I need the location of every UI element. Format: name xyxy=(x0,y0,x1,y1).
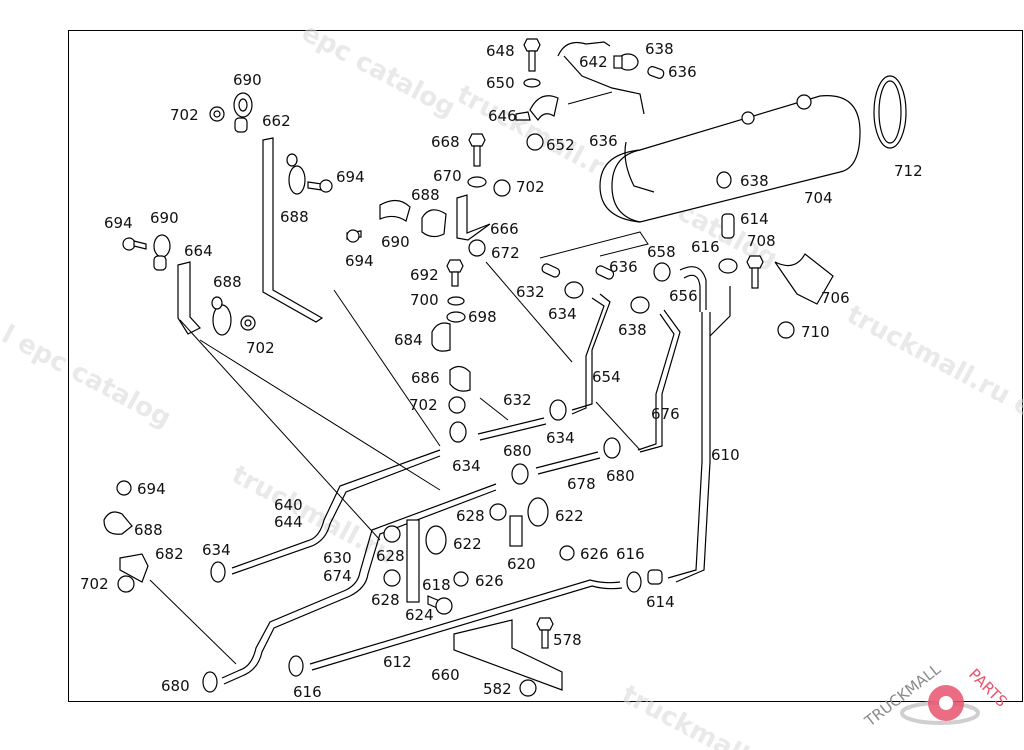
lower-hardware xyxy=(103,480,575,697)
part-number-label[interactable]: 708 xyxy=(747,232,776,250)
part-number-label[interactable]: 694 xyxy=(345,252,374,270)
part-number-label[interactable]: 662 xyxy=(262,112,291,130)
part-number-label[interactable]: 626 xyxy=(580,545,609,563)
part-number-label[interactable]: 688 xyxy=(134,521,163,539)
hoses-center xyxy=(539,231,738,583)
part-number-label[interactable]: 614 xyxy=(740,210,769,228)
part-number-label[interactable]: 698 xyxy=(468,308,497,326)
part-number-label[interactable]: 702 xyxy=(80,575,109,593)
part-number-label[interactable]: 678 xyxy=(567,475,596,493)
part-number-label[interactable]: 674 xyxy=(323,567,352,585)
part-number-label[interactable]: 612 xyxy=(383,653,412,671)
part-number-label[interactable]: 702 xyxy=(409,396,438,414)
part-number-label[interactable]: 712 xyxy=(894,162,923,180)
part-number-label[interactable]: 694 xyxy=(104,214,133,232)
part-number-label[interactable]: 660 xyxy=(431,666,460,684)
part-number-label[interactable]: 634 xyxy=(548,305,577,323)
lower-pipes xyxy=(149,289,663,693)
part-number-label[interactable]: 688 xyxy=(280,208,309,226)
part-number-label[interactable]: 632 xyxy=(503,391,532,409)
part-number-label[interactable]: 672 xyxy=(491,244,520,262)
part-number-label[interactable]: 610 xyxy=(711,446,740,464)
part-number-label[interactable]: 634 xyxy=(452,457,481,475)
part-number-label[interactable]: 628 xyxy=(371,591,400,609)
part-number-label[interactable]: 694 xyxy=(137,480,166,498)
part-number-label[interactable]: 630 xyxy=(323,549,352,567)
part-number-label[interactable]: 614 xyxy=(646,593,675,611)
part-number-label[interactable]: 680 xyxy=(161,677,190,695)
part-number-label[interactable]: 642 xyxy=(579,53,608,71)
part-number-label[interactable]: 686 xyxy=(411,369,440,387)
part-number-label[interactable]: 700 xyxy=(410,291,439,309)
top-center-hardware xyxy=(346,38,665,363)
part-number-label[interactable]: 684 xyxy=(394,331,423,349)
part-number-label[interactable]: 690 xyxy=(150,209,179,227)
part-number-label[interactable]: 618 xyxy=(422,576,451,594)
part-number-label[interactable]: 692 xyxy=(410,266,439,284)
watermark-text: truckmall.ru e xyxy=(842,300,1024,424)
part-number-label[interactable]: 578 xyxy=(553,631,582,649)
part-number-label[interactable]: 638 xyxy=(618,321,647,339)
part-number-label[interactable]: 682 xyxy=(155,545,184,563)
part-number-label[interactable]: 648 xyxy=(486,42,515,60)
mid-hardware xyxy=(431,259,509,421)
part-number-label[interactable]: 582 xyxy=(483,680,512,698)
part-number-label[interactable]: 628 xyxy=(376,547,405,565)
part-number-label[interactable]: 710 xyxy=(801,323,830,341)
truckmallparts-logo: TRUCKMALL PARTS xyxy=(861,660,1011,731)
part-number-label[interactable]: 628 xyxy=(456,507,485,525)
part-number-label[interactable]: 644 xyxy=(274,513,303,531)
part-number-label[interactable]: 616 xyxy=(293,683,322,701)
part-number-label[interactable]: 702 xyxy=(170,106,199,124)
watermark-text: epc catalog xyxy=(297,18,460,124)
part-number-label[interactable]: 680 xyxy=(503,442,532,460)
part-number-label[interactable]: 634 xyxy=(202,541,231,559)
part-number-label[interactable]: 646 xyxy=(488,107,517,125)
part-number-label[interactable]: 680 xyxy=(606,467,635,485)
part-number-label[interactable]: 658 xyxy=(647,243,676,261)
part-number-label[interactable]: 636 xyxy=(589,132,618,150)
bracket-662 xyxy=(209,92,333,323)
part-number-label[interactable]: 704 xyxy=(804,189,833,207)
part-number-label[interactable]: 668 xyxy=(431,133,460,151)
part-number-label[interactable]: 622 xyxy=(453,535,482,553)
part-number-label[interactable]: 690 xyxy=(381,233,410,251)
part-number-label[interactable]: 622 xyxy=(555,507,584,525)
part-number-label[interactable]: 626 xyxy=(475,572,504,590)
part-number-label[interactable]: 616 xyxy=(691,238,720,256)
gear-hole xyxy=(939,696,953,710)
part-number-label[interactable]: 676 xyxy=(651,405,680,423)
part-number-label[interactable]: 694 xyxy=(336,168,365,186)
part-number-label[interactable]: 664 xyxy=(184,242,213,260)
part-number-label[interactable]: 640 xyxy=(274,496,303,514)
part-number-label[interactable]: 688 xyxy=(213,273,242,291)
part-number-label[interactable]: 652 xyxy=(546,136,575,154)
fuel-tank-704 xyxy=(599,75,907,339)
part-number-label[interactable]: 690 xyxy=(233,71,262,89)
part-number-label[interactable]: 636 xyxy=(668,63,697,81)
watermark-text: l epc catalog xyxy=(0,320,176,434)
part-number-label[interactable]: 634 xyxy=(546,429,575,447)
part-number-label[interactable]: 632 xyxy=(516,283,545,301)
part-number-label[interactable]: 650 xyxy=(486,74,515,92)
logo-word-pink: PARTS xyxy=(965,665,1011,711)
part-number-label[interactable]: 638 xyxy=(740,172,769,190)
diagram-frame xyxy=(68,30,1023,702)
part-number-label[interactable]: 706 xyxy=(821,289,850,307)
part-number-label[interactable]: 638 xyxy=(645,40,674,58)
part-number-label[interactable]: 688 xyxy=(411,186,440,204)
part-number-label[interactable]: 670 xyxy=(433,167,462,185)
part-number-label[interactable]: 636 xyxy=(609,258,638,276)
part-number-label[interactable]: 654 xyxy=(592,368,621,386)
bracket-664 xyxy=(122,234,256,336)
part-number-label[interactable]: 620 xyxy=(507,555,536,573)
part-number-label[interactable]: 702 xyxy=(516,178,545,196)
part-number-label[interactable]: 624 xyxy=(405,606,434,624)
part-number-label[interactable]: 666 xyxy=(490,220,519,238)
part-number-label[interactable]: 656 xyxy=(669,287,698,305)
part-number-label[interactable]: 702 xyxy=(246,339,275,357)
part-number-label[interactable]: 616 xyxy=(616,545,645,563)
